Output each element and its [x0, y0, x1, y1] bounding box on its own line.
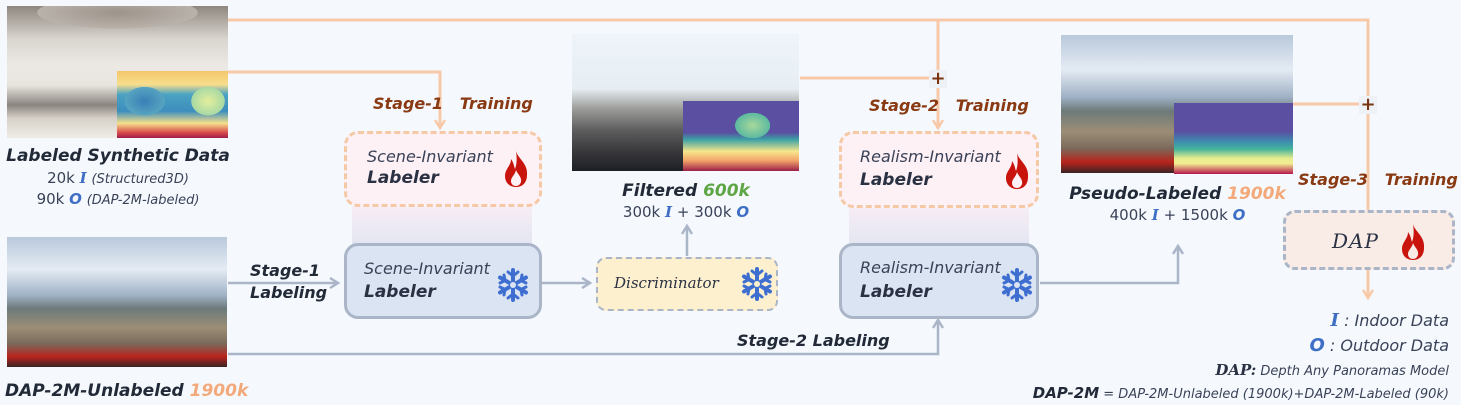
- legend-dap-key: DAP:: [1215, 361, 1257, 379]
- pseudo-outdoor-count: 1500k: [1180, 206, 1228, 224]
- realism-frozen-title: Realism-Invariant: [860, 258, 1001, 277]
- synthetic-to-stage3-line: [220, 18, 1368, 298]
- snowflake-icon: [742, 267, 772, 301]
- plus-sign: +: [1163, 206, 1177, 224]
- stage3-training-stage: Stage-3: [1298, 170, 1369, 189]
- filtered-indoor-count: 300k: [622, 203, 661, 221]
- realism-labeler-to-pseudo-line: [1040, 246, 1178, 285]
- synthetic-to-stage1-line: [218, 70, 440, 128]
- dap-label: DAP: [1332, 229, 1379, 253]
- synthetic-indoor-source: (Structured3D): [91, 172, 189, 187]
- synthetic-indoor-count-value: 20k: [47, 169, 75, 187]
- snowflake-icon: [498, 268, 528, 302]
- filtered-breakdown: 300k I + 300k O: [572, 203, 800, 221]
- synthetic-data-title: Labeled Synthetic Data: [6, 146, 230, 166]
- synthetic-outdoor-source: (DAP-2M-labeled): [86, 193, 200, 208]
- stage3-merge-plus: +: [1359, 94, 1377, 115]
- pseudo-count: 1900k: [1227, 184, 1286, 204]
- stage1-training-stage: Stage-1: [373, 94, 444, 113]
- scene-train-labeler: Labeler: [367, 168, 439, 188]
- realism-invariant-labeler-frozen: Realism-Invariant Labeler: [839, 243, 1039, 319]
- synthetic-indoor-count: 20k I (Structured3D): [0, 169, 236, 187]
- indoor-symbol: I: [665, 203, 673, 221]
- scene-invariant-labeler-frozen: Scene-Invariant Labeler: [344, 243, 542, 319]
- indoor-symbol: I: [79, 169, 87, 187]
- realism-labeler-link-band: [849, 206, 1029, 244]
- flame-icon: [505, 151, 528, 187]
- discriminator-module: Discriminator: [596, 257, 778, 311]
- outdoor-symbol: O: [736, 203, 750, 221]
- synthetic-outdoor-count-value: 90k: [36, 190, 65, 208]
- stage1-labeling-line1: Stage-1: [250, 261, 321, 280]
- stage3-training-label: Stage-3 Training: [1298, 170, 1458, 189]
- pseudo-title-text: Pseudo-Labeled: [1069, 184, 1222, 204]
- discriminator-label: Discriminator: [614, 274, 719, 292]
- outdoor-symbol: O: [69, 190, 82, 208]
- stage2-training-word: Training: [955, 96, 1029, 115]
- flame-icon: [1006, 153, 1029, 189]
- stage1-training-label: Stage-1 Training: [373, 94, 533, 113]
- legend-dap2m-text: = DAP-2M-Unlabeled (1900k)+DAP-2M-Labele…: [1103, 387, 1449, 402]
- pseudo-labeled-title: Pseudo-Labeled 1900k: [1055, 184, 1300, 204]
- filtered-title: Filtered 600k: [572, 181, 800, 201]
- scene-train-title: Scene-Invariant: [367, 147, 493, 166]
- pseudo-breakdown: 400k I + 1500k O: [1055, 206, 1300, 224]
- legend-dap: DAP: Depth Any Panoramas Model: [1215, 361, 1449, 379]
- indoor-symbol: I: [1151, 206, 1159, 224]
- legend-indoor: I : Indoor Data: [1331, 310, 1449, 331]
- unlabeled-count: 1900k: [189, 381, 249, 401]
- realism-frozen-labeler: Labeler: [860, 282, 932, 302]
- legend-dap2m-key: DAP-2M: [1032, 384, 1100, 402]
- filtered-outdoor-count: 300k: [694, 203, 732, 221]
- unlabeled-title-text: DAP-2M-Unlabeled: [5, 381, 184, 401]
- dap-model: DAP: [1283, 210, 1455, 270]
- stage2-merge-plus: +: [929, 68, 947, 89]
- filtered-depth-map: [683, 101, 799, 171]
- flame-icon: [1402, 224, 1425, 260]
- indoor-symbol: I: [1330, 310, 1339, 331]
- pseudo-labeled-depth-map: [1174, 103, 1293, 174]
- stage2-labeling-label: Stage-2 Labeling: [737, 331, 890, 350]
- legend-indoor-text: : Indoor Data: [1344, 311, 1449, 330]
- pseudo-indoor-count: 400k: [1109, 206, 1147, 224]
- filtered-count: 600k: [703, 181, 750, 201]
- stage2-training-label: Stage-2 Training: [869, 96, 1029, 115]
- scene-labeler-link-band: [352, 206, 532, 244]
- unlabeled-outdoor-panorama: [7, 237, 227, 367]
- synthetic-depth-map: [117, 71, 228, 138]
- stage1-labeling-label: Stage-1 Labeling: [250, 260, 327, 304]
- stage3-training-word: Training: [1384, 170, 1458, 189]
- outdoor-symbol: O: [1232, 206, 1246, 224]
- filtered-title-text: Filtered: [622, 181, 698, 201]
- realism-invariant-labeler-training: Realism-Invariant Labeler: [839, 131, 1039, 208]
- legend-outdoor: O : Outdoor Data: [1310, 335, 1450, 356]
- scene-invariant-labeler-training: Scene-Invariant Labeler: [344, 131, 542, 207]
- legend-outdoor-text: : Outdoor Data: [1329, 336, 1449, 355]
- stage1-training-word: Training: [459, 94, 533, 113]
- snowflake-icon: [1002, 268, 1032, 302]
- realism-train-labeler: Labeler: [860, 170, 932, 190]
- stage1-labeling-line2: Labeling: [250, 283, 328, 302]
- stage2-training-stage: Stage-2: [869, 96, 940, 115]
- outdoor-symbol: O: [1309, 335, 1325, 356]
- unlabeled-to-realism-labeler-line: [228, 320, 938, 356]
- realism-train-title: Realism-Invariant: [860, 147, 1001, 166]
- scene-frozen-labeler: Labeler: [364, 282, 436, 302]
- synthetic-outdoor-count: 90k O (DAP-2M-labeled): [0, 190, 236, 208]
- plus-sign: +: [676, 203, 690, 221]
- scene-frozen-title: Scene-Invariant: [364, 259, 490, 278]
- legend-dap-text: Depth Any Panoramas Model: [1260, 364, 1449, 379]
- unlabeled-data-title: DAP-2M-Unlabeled 1900k: [5, 381, 248, 401]
- legend-dap2m: DAP-2M = DAP-2M-Unlabeled (1900k)+DAP-2M…: [1033, 384, 1449, 402]
